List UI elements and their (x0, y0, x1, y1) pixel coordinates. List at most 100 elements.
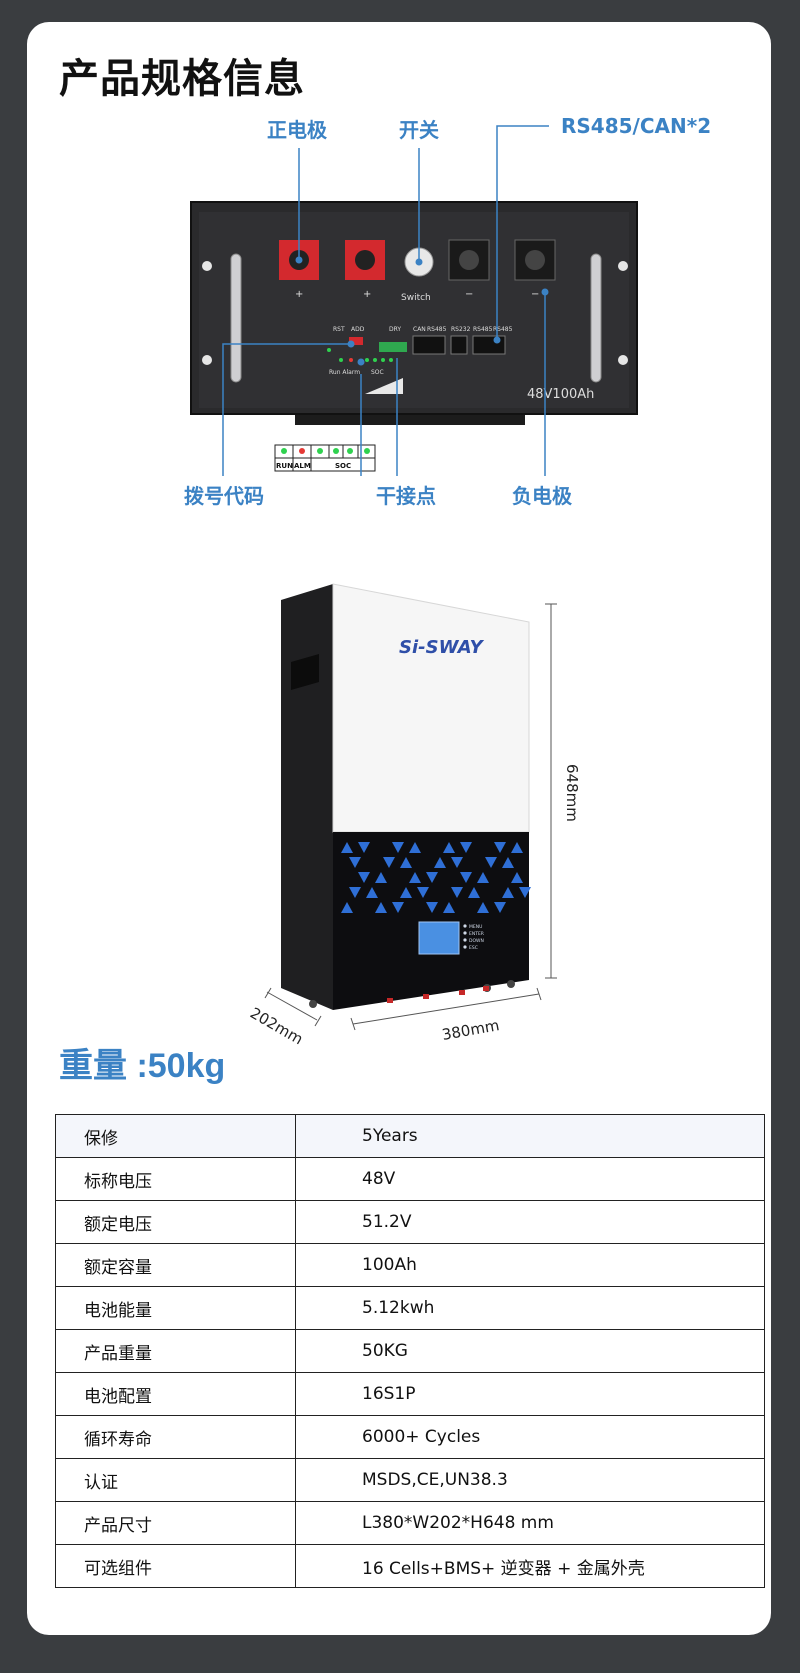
screen-buttons (463, 924, 467, 949)
pattern-triangle (460, 872, 472, 883)
indicator-leds (327, 348, 393, 362)
pattern-triangle (417, 887, 429, 898)
spec-key: 电池能量 (55, 1286, 296, 1330)
pattern-triangle (383, 857, 395, 868)
spec-value: 48V (295, 1157, 765, 1201)
pattern-triangle (392, 842, 404, 853)
spec-key: 循环寿命 (55, 1415, 296, 1459)
spec-key: 认证 (55, 1458, 296, 1502)
pattern-triangle (366, 887, 378, 898)
weight-label: 重量 :50kg (59, 1047, 226, 1085)
led-legend (274, 444, 376, 472)
pattern-triangle (451, 857, 463, 868)
spec-value: 16 Cells+BMS+ 逆变器 + 金属外壳 (295, 1544, 765, 1588)
pattern-triangle (494, 842, 506, 853)
pattern-triangle (375, 872, 387, 883)
can-label: CAN (413, 326, 426, 333)
terminal-caps (387, 986, 489, 1003)
spec-key: 标称电压 (55, 1157, 296, 1201)
spec-value: L380*W202*H648 mm (295, 1501, 765, 1545)
spec-value: 16S1P (295, 1372, 765, 1416)
screen-key-esc: ESC (469, 945, 478, 951)
panel-label-strip (365, 378, 403, 394)
pattern-triangle (519, 887, 531, 898)
spec-card: 产品规格信息 正电极 开关 RS485/CAN*2 拨号代码 干接点 负电极 +… (27, 22, 771, 1635)
pattern-triangle (409, 872, 421, 883)
pattern-triangle (511, 842, 523, 853)
add-label: ADD (351, 326, 365, 333)
left-handle (230, 253, 242, 383)
switch-text: Switch (401, 293, 431, 303)
screen-key-menu: MENU (469, 924, 482, 930)
pattern-triangle (502, 857, 514, 868)
pattern-triangle (400, 857, 412, 868)
screen-key-down: DOWN (469, 938, 484, 944)
pattern-triangle (426, 902, 438, 913)
spec-key: 额定电压 (55, 1200, 296, 1244)
panel-inner (199, 212, 629, 408)
spec-key: 产品尺寸 (55, 1501, 296, 1545)
right-handle (590, 253, 602, 383)
dip-switch (349, 337, 363, 345)
page-title: 产品规格信息 (59, 56, 305, 102)
pattern-triangle (434, 857, 446, 868)
spec-value: 100Ah (295, 1243, 765, 1287)
callout-lines (222, 125, 549, 476)
pattern-triangle (460, 842, 472, 853)
rs485-label-b: RS485 (473, 326, 493, 333)
pattern-triangle (443, 842, 455, 853)
spec-value: MSDS,CE,UN38.3 (295, 1458, 765, 1502)
lcd-screen (418, 921, 460, 955)
callout-negative-electrode: 负电极 (512, 484, 572, 508)
blue-pattern (341, 842, 531, 913)
pattern-triangle (468, 887, 480, 898)
legend-run: RUN (276, 462, 293, 470)
soc-panel-label: SOC (371, 369, 384, 376)
rs485-label-a: RS485 (427, 326, 447, 333)
pattern-triangle (341, 842, 353, 853)
callout-dots (295, 256, 549, 366)
pattern-triangle (392, 902, 404, 913)
pattern-triangle (358, 842, 370, 853)
spec-key: 产品重量 (55, 1329, 296, 1373)
spec-value: 5.12kwh (295, 1286, 765, 1330)
rs232-port (450, 335, 468, 355)
rs232-label: RS232 (451, 326, 471, 333)
spec-value: 6000+ Cycles (295, 1415, 765, 1459)
callout-switch: 开关 (399, 118, 439, 142)
pattern-triangle (451, 887, 463, 898)
plus-mark-1: + (295, 289, 303, 300)
width-dimension: 380mm (441, 1016, 501, 1044)
spec-key: 电池配置 (55, 1372, 296, 1416)
pattern-triangle (511, 872, 523, 883)
pattern-triangle (349, 857, 361, 868)
depth-dimension: 202mm (247, 1004, 306, 1049)
pattern-triangle (502, 887, 514, 898)
dimension-lines (264, 603, 557, 1031)
pattern-triangle (426, 872, 438, 883)
pattern-triangle (485, 857, 497, 868)
spec-key: 可选组件 (55, 1544, 296, 1588)
battery-cabinet-illustration: MENU ENTER DOWN ESC Si-SWAY 648mm 380mm … (247, 583, 581, 1049)
pattern-triangle (358, 872, 370, 883)
pattern-triangle (494, 902, 506, 913)
cabinet-front-upper (332, 583, 530, 833)
spec-value: 50KG (295, 1329, 765, 1373)
pattern-triangle (349, 887, 361, 898)
legend-soc: SOC (335, 462, 351, 470)
callout-dry-contact: 干接点 (376, 484, 436, 508)
legend-alm: ALM (294, 462, 311, 470)
cabinet-front-lower (333, 832, 529, 1010)
height-dimension: 648mm (563, 764, 581, 822)
mount-holes (202, 261, 628, 365)
